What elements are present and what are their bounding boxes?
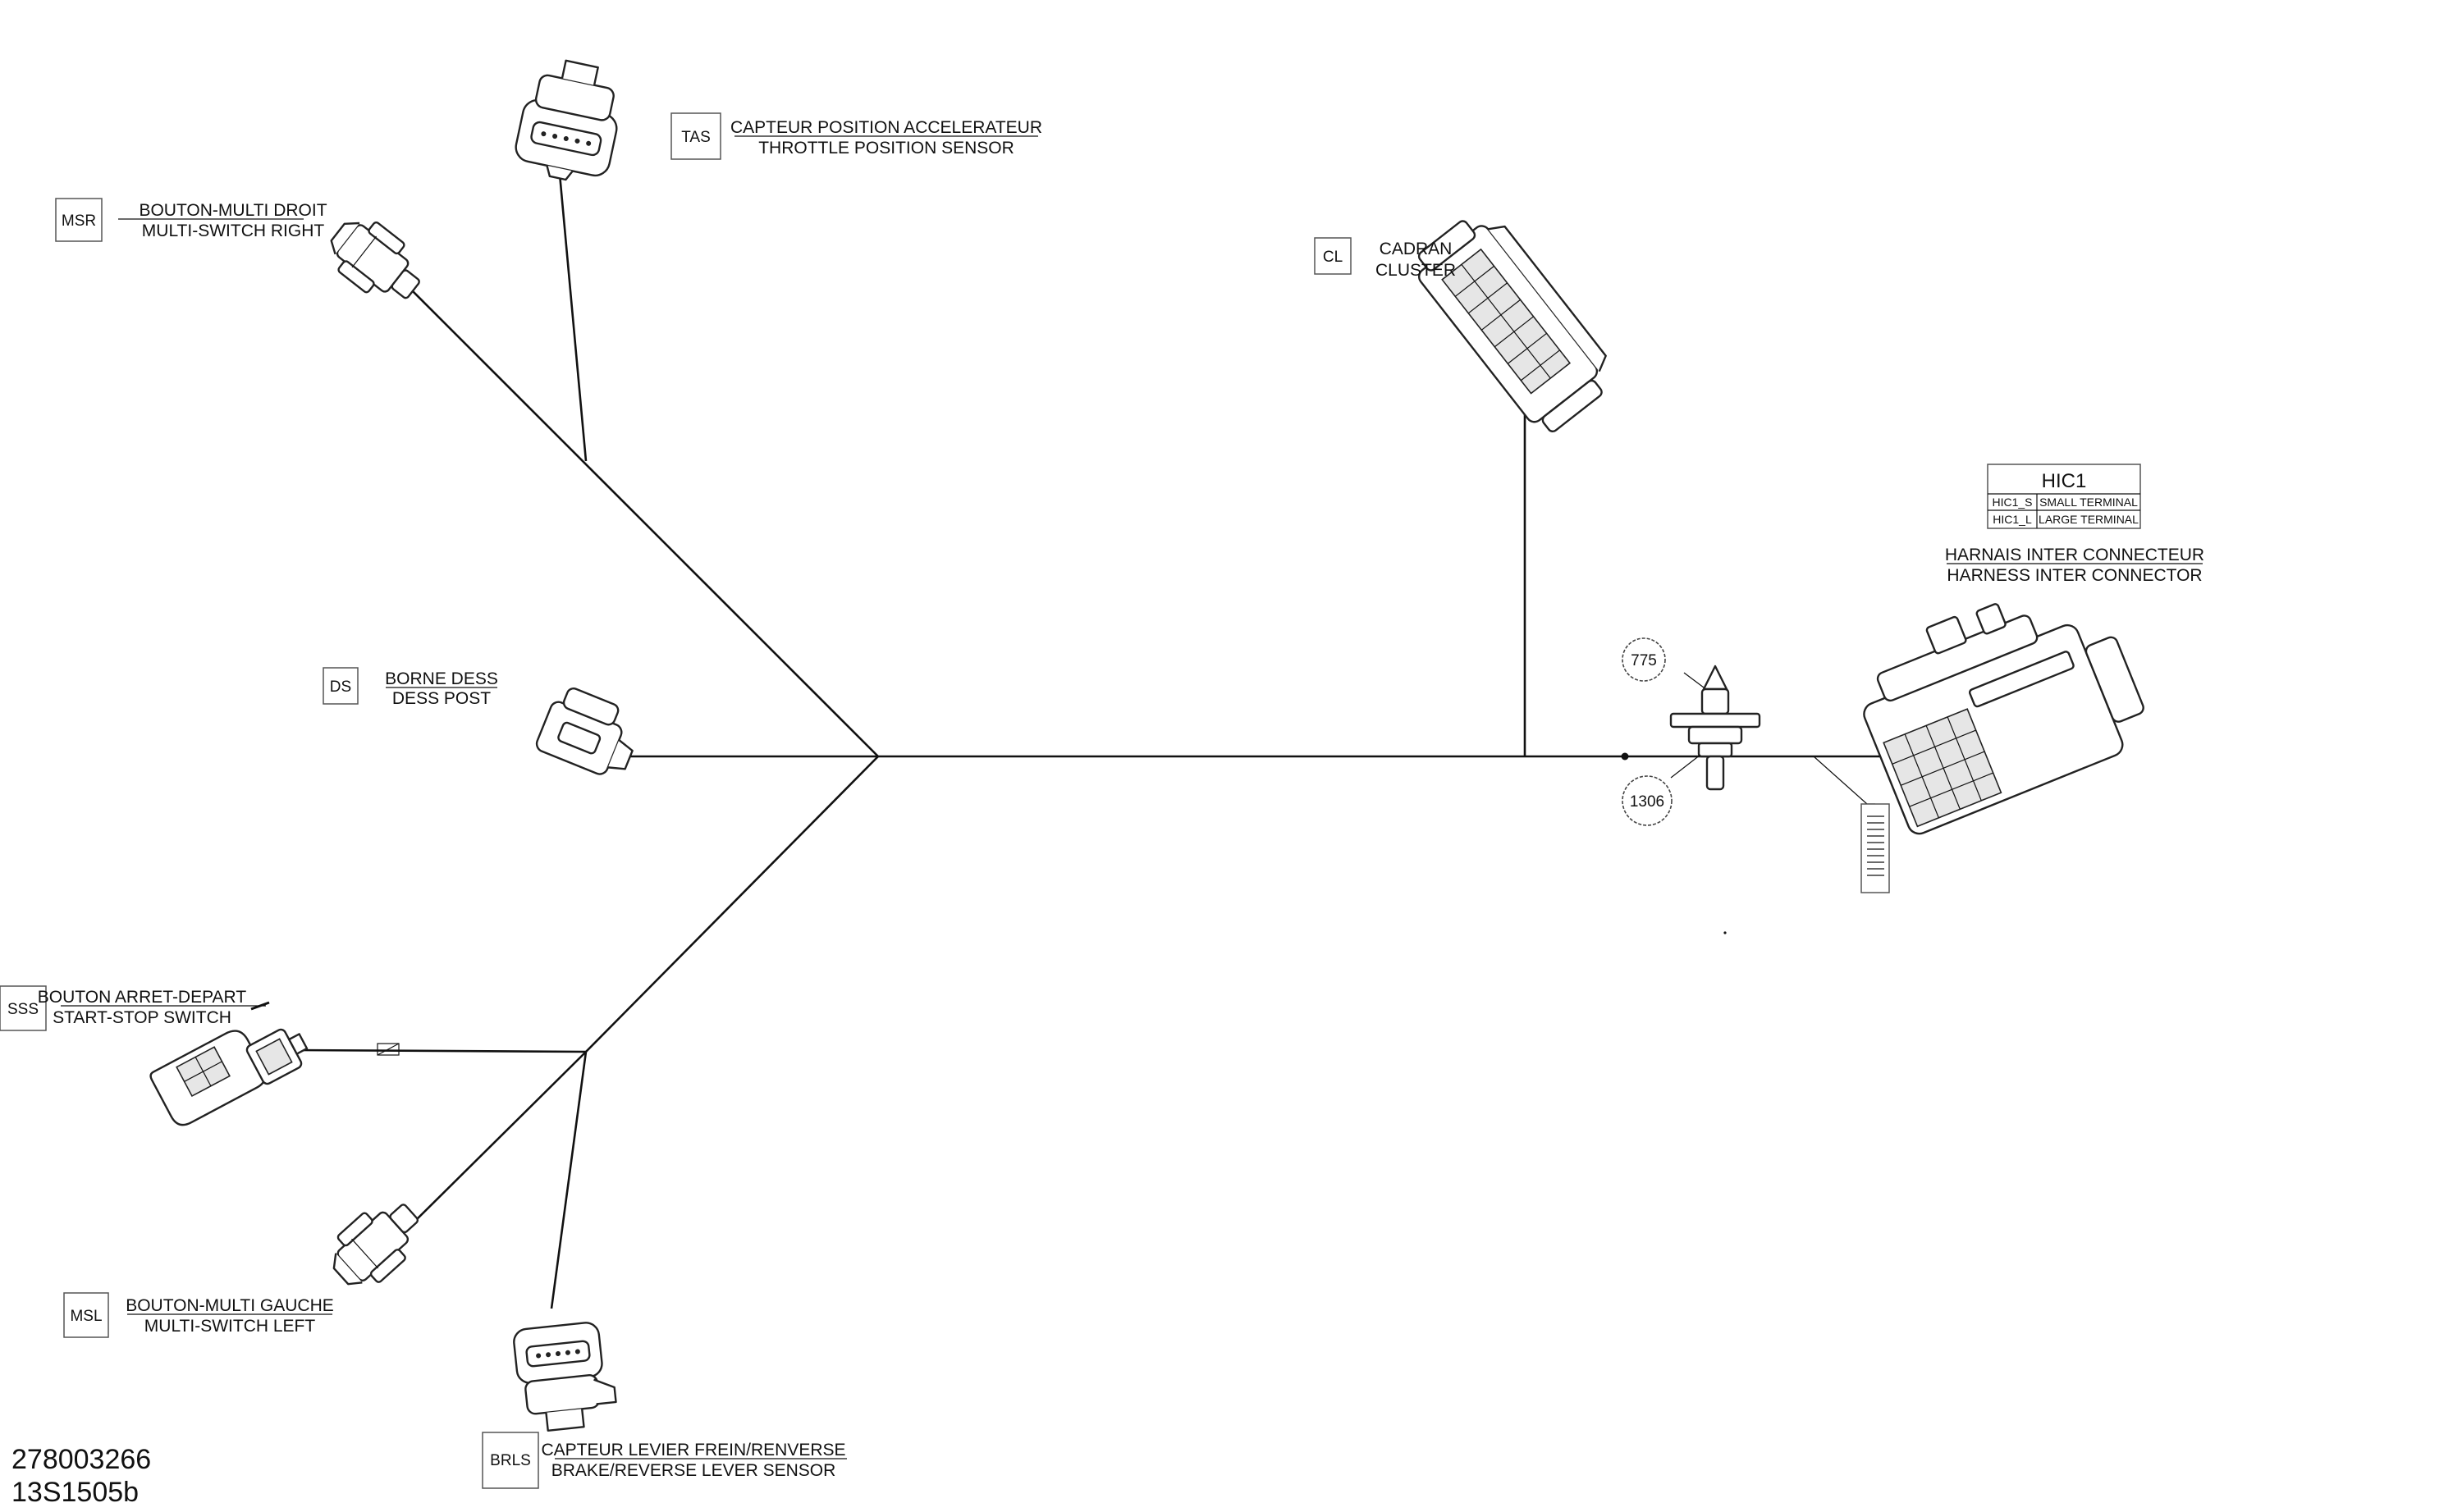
hic-table-row-desc: SMALL TERMINAL: [2039, 496, 2138, 509]
ds-connector-drawing: [535, 687, 634, 775]
cl-label: CL CADRAN CLUSTER: [1314, 237, 1456, 280]
msr-label-fr: BOUTON-MULTI DROIT: [139, 201, 327, 220]
svg-text:1306: 1306: [1630, 793, 1664, 811]
sss-wire: [293, 1048, 587, 1053]
hic-label: HARNAIS INTER CONNECTEUR HARNESS INTER C…: [1945, 546, 2204, 585]
ds-code: DS: [330, 678, 351, 696]
cluster-connector-drawing: [1417, 220, 1607, 432]
msr-wire: [410, 288, 879, 757]
msl-connector-drawing: [332, 1204, 419, 1286]
brls-label: BRLS CAPTEUR LEVIER FREIN/RENVERSE BRAKE…: [482, 1432, 847, 1489]
msl-label-en: MULTI-SWITCH LEFT: [144, 1317, 316, 1336]
hic-connector-drawing: [1863, 603, 2144, 835]
hic-table: HIC1 HIC1_S SMALL TERMINAL HIC1_L LARGE …: [1987, 464, 2141, 529]
brls-label-fr: CAPTEUR LEVIER FREIN/RENVERSE: [541, 1441, 845, 1459]
msr-code: MSR: [62, 212, 96, 230]
svg-text:775: 775: [1631, 652, 1657, 669]
drawing-id: 13S1505b: [11, 1477, 139, 1508]
tas-wire: [558, 173, 588, 462]
sss-code: SSS: [7, 1001, 39, 1018]
brls-wire: [550, 1051, 588, 1309]
hic-table-row-desc: LARGE TERMINAL: [2039, 513, 2139, 526]
brls-label-en: BRAKE/REVERSE LEVER SENSOR: [551, 1461, 836, 1480]
hic-label-en: HARNESS INTER CONNECTOR: [1947, 566, 2202, 585]
ds-label: DS BORNE DESS DESS POST: [323, 667, 498, 708]
harness-wires: [293, 173, 1904, 1309]
tas-label-en: THROTTLE POSITION SENSOR: [758, 139, 1014, 158]
tas-label: TAS CAPTEUR POSITION ACCELERATEUR THROTT…: [670, 112, 1042, 160]
msr-label-en: MULTI-SWITCH RIGHT: [142, 222, 325, 240]
ds-label-en: DESS POST: [392, 689, 491, 708]
wire-splice-marker: [377, 1043, 400, 1056]
lower-branch-wire: [585, 756, 879, 1053]
sss-label-fr: BOUTON ARRET-DEPART: [38, 988, 247, 1007]
msl-label-fr: BOUTON-MULTI GAUCHE: [126, 1296, 334, 1315]
sss-switch-drawing: [149, 1001, 309, 1126]
ref-balloon-1306: 1306: [1622, 775, 1673, 826]
tas-code: TAS: [681, 129, 711, 146]
ds-label-fr: BORNE DESS: [385, 669, 498, 688]
part-number: 278003266: [11, 1444, 151, 1475]
cl-label-en: CLUSTER: [1375, 261, 1456, 280]
msr-connector-drawing: [330, 222, 420, 299]
hic-tag: [1813, 756, 1890, 893]
fastener-drawing: [1669, 665, 1761, 791]
msl-label: MSL BOUTON-MULTI GAUCHE MULTI-SWITCH LEF…: [63, 1292, 334, 1338]
sss-label: SSS BOUTON ARRET-DEPART START-STOP SWITC…: [0, 985, 266, 1031]
ref-balloon-775: 775: [1622, 637, 1666, 682]
msl-wire: [408, 1051, 587, 1228]
splice-point: [1621, 752, 1629, 761]
sss-label-en: START-STOP SWITCH: [53, 1008, 231, 1027]
brls-connector-drawing: [513, 1322, 617, 1432]
tas-connector-drawing: [515, 59, 618, 181]
msl-code: MSL: [70, 1308, 102, 1325]
msr-label: MSR BOUTON-MULTI DROIT MULTI-SWITCH RIGH…: [55, 198, 327, 242]
hic-table-row-code: HIC1_L: [1993, 513, 2032, 526]
hic-table-row-code: HIC1_S: [1992, 496, 2032, 509]
tas-label-fr: CAPTEUR POSITION ACCELERATEUR: [730, 118, 1042, 137]
cl-label-fr: CADRAN: [1380, 240, 1453, 258]
brls-code: BRLS: [490, 1452, 531, 1469]
hic-table-title: HIC1: [2042, 470, 2087, 492]
hic-label-fr: HARNAIS INTER CONNECTEUR: [1945, 546, 2204, 564]
cl-code: CL: [1323, 249, 1343, 266]
